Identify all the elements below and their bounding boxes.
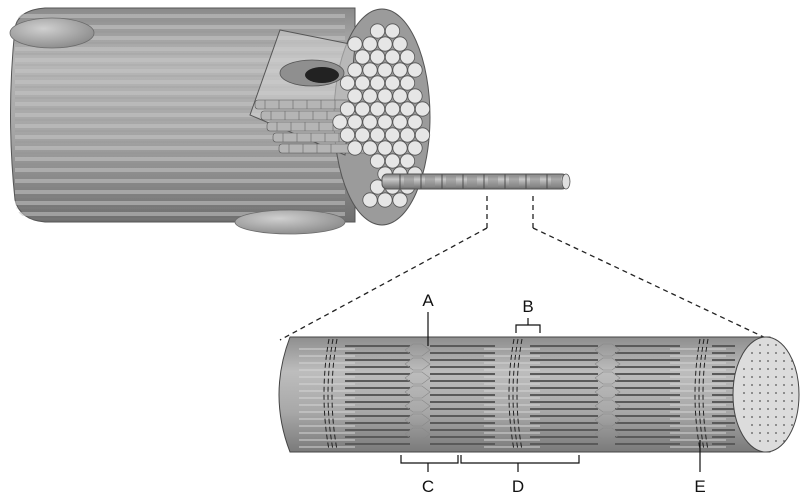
enlarged-myofibril: [278, 336, 800, 453]
labels: [400, 312, 701, 472]
nucleus: [234, 209, 346, 235]
label-c: C: [422, 477, 434, 496]
nucleus: [9, 17, 95, 49]
nucleus-dark: [305, 67, 339, 83]
muscle-fiber: [9, 7, 431, 235]
myofibril-cross-section: [732, 336, 800, 453]
zoom-lines: [279, 196, 771, 341]
label-e: E: [694, 477, 705, 496]
label-d: D: [512, 477, 524, 496]
label-b: B: [522, 297, 533, 316]
isolated-myofibril: [381, 173, 571, 190]
fiber-striations: [15, 14, 345, 220]
label-a: A: [422, 291, 434, 310]
